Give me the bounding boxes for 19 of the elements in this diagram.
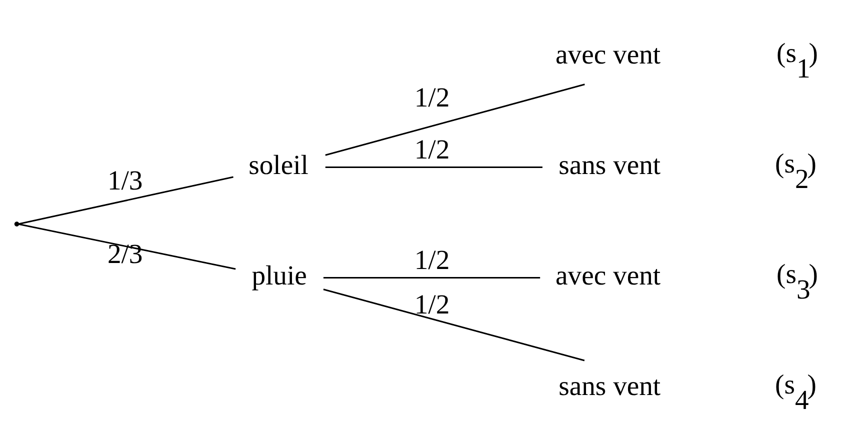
node-text: pluie <box>252 259 307 290</box>
node-text: sans vent <box>558 148 661 180</box>
connector <box>325 166 542 168</box>
edge-label: 1/2 <box>414 80 450 112</box>
node-text: sans vent <box>558 369 661 400</box>
edge-label: 1/2 <box>414 133 450 164</box>
node-point <box>14 221 20 226</box>
connector <box>18 222 236 270</box>
node-text: soleil <box>248 148 308 180</box>
connector <box>323 276 540 278</box>
connector <box>323 288 585 361</box>
edge-label: 2/3 <box>107 238 143 269</box>
edge-label: 1/2 <box>414 244 450 275</box>
edge-label: 1/3 <box>107 164 143 195</box>
node-text: avec vent <box>556 38 661 70</box>
node-text: avec vent <box>556 259 661 290</box>
connector <box>18 176 234 224</box>
edge-label: 1/2 <box>414 288 450 320</box>
connector <box>325 83 585 156</box>
